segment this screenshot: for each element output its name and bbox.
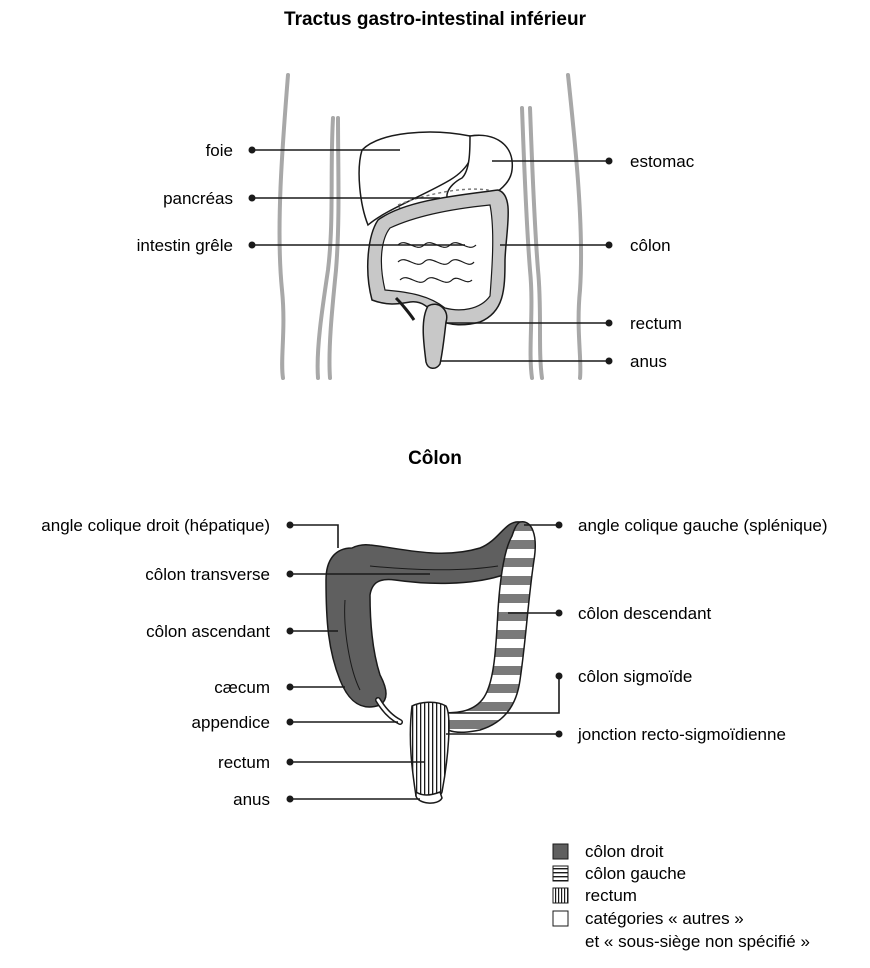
label-ascendant: côlon ascendant — [146, 622, 270, 641]
label-anus-top: anus — [630, 352, 667, 371]
label-angle-droit: angle colique droit (hépatique) — [41, 516, 270, 535]
label-pancreas: pancréas — [163, 189, 233, 208]
legend-label-autres-1: catégories « autres » — [585, 909, 744, 928]
label-caecum: cæcum — [214, 678, 270, 697]
label-jonction: jonction recto-sigmoïdienne — [577, 725, 786, 744]
label-rectum-detail: rectum — [218, 753, 270, 772]
legend-swatch-gauche — [553, 866, 568, 881]
label-estomac: estomac — [630, 152, 695, 171]
label-angle-gauche: angle colique gauche (splénique) — [578, 516, 828, 535]
legend-swatch-droit — [553, 844, 568, 859]
label-colon: côlon — [630, 236, 671, 255]
legend-label-autres-2: et « sous-siège non spécifié » — [585, 932, 810, 951]
colon-detail — [326, 522, 535, 803]
legend-swatch-autres — [553, 911, 568, 926]
label-sigmoide: côlon sigmoïde — [578, 667, 692, 686]
title-colon: Côlon — [408, 448, 462, 469]
label-rectum-top: rectum — [630, 314, 682, 333]
legend-swatch-rectum — [553, 888, 568, 903]
legend-label-droit: côlon droit — [585, 842, 664, 861]
rectum-shape-detail — [410, 702, 449, 799]
label-foie: foie — [206, 141, 233, 160]
title-tractus: Tractus gastro-intestinal inférieur — [284, 9, 587, 30]
organs-top — [359, 132, 512, 368]
label-transverse: côlon transverse — [145, 565, 270, 584]
label-anus-detail: anus — [233, 790, 270, 809]
legend-label-rectum: rectum — [585, 886, 637, 905]
legend-label-gauche: côlon gauche — [585, 864, 686, 883]
label-intestin: intestin grêle — [137, 236, 233, 255]
label-appendice: appendice — [192, 713, 270, 732]
legend: côlon droit côlon gauche rectum catégori… — [553, 842, 810, 951]
label-descendant: côlon descendant — [578, 604, 712, 623]
rectum-shape-top — [423, 304, 447, 368]
